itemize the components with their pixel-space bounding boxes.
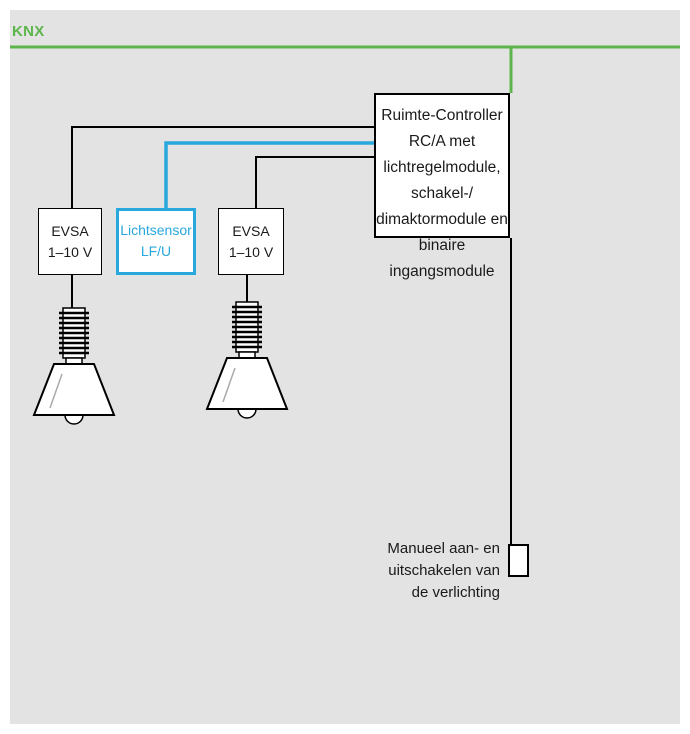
ballast-name: EVSA — [51, 223, 89, 239]
luminaire-icon — [205, 301, 289, 419]
manual-switch-line: uitschakelen van — [388, 562, 500, 579]
ballast-range: 1–10 V — [228, 244, 274, 260]
luminaire-icon — [32, 307, 116, 425]
controller-line: lichtregelmodule, schakel-/ — [383, 159, 501, 202]
light-sensor-box: Lichtsensor LF/U — [116, 208, 196, 275]
wire-ballast-1 — [71, 126, 374, 208]
ballast-name: EVSA — [232, 223, 270, 239]
manual-switch-label: Manueel aan- en uitschakelen van de verl… — [300, 538, 500, 604]
sensor-type: LF/U — [140, 243, 172, 259]
diagram-panel — [10, 10, 680, 724]
room-controller-box: Ruimte-Controller RC/A met lichtregelmod… — [374, 93, 510, 280]
switch-icon — [508, 544, 529, 577]
controller-line: dimaktormodule en binaire — [376, 211, 508, 254]
manual-switch-line: Manueel aan- en — [387, 540, 500, 557]
ballast-box-2: EVSA 1–10 V — [218, 208, 284, 275]
manual-switch-line: de verlichting — [411, 584, 500, 601]
knx-bus-label: KNX — [12, 23, 45, 40]
wire-sensor — [164, 141, 374, 208]
controller-line: ingangsmodule — [389, 263, 495, 280]
wire-ballast-2 — [255, 156, 374, 208]
controller-line: Ruimte-Controller RC/A met — [381, 107, 503, 150]
ballast-range: 1–10 V — [47, 244, 93, 260]
sensor-name: Lichtsensor — [120, 222, 192, 238]
ballast-box-1: EVSA 1–10 V — [38, 208, 102, 275]
